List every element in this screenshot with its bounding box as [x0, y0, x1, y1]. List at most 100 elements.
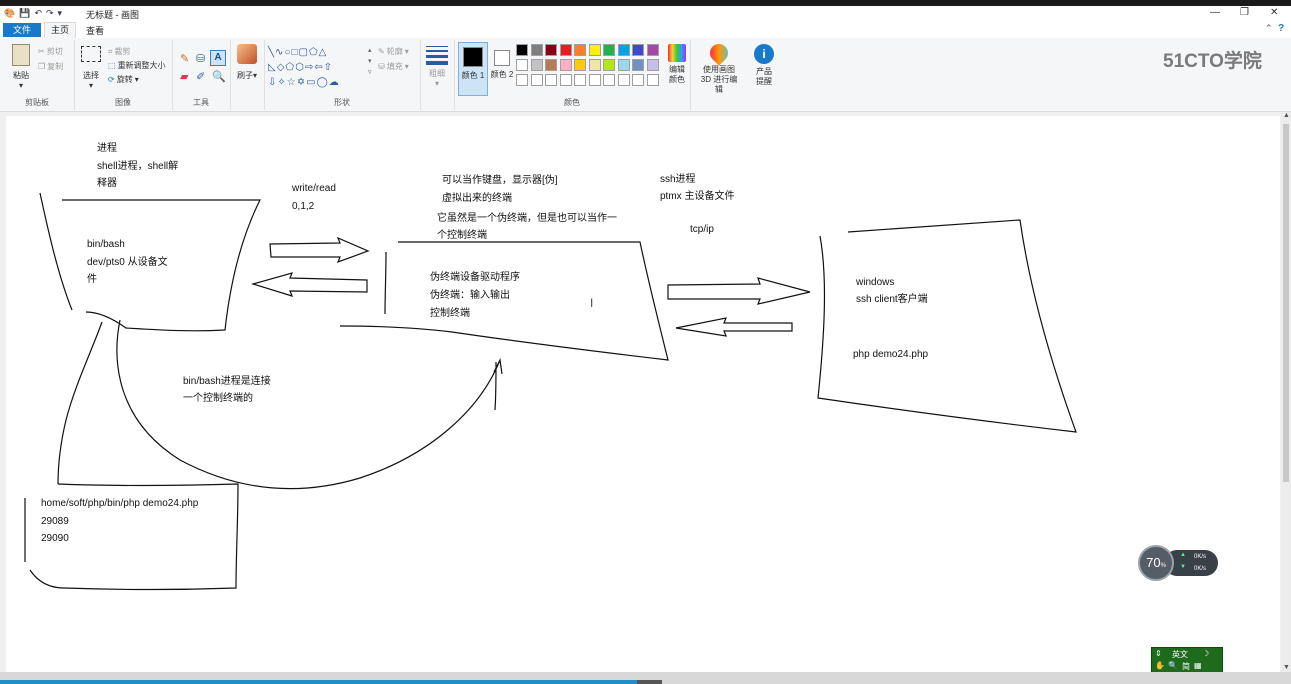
right-arrow-shape-icon[interactable]: ⇨: [304, 62, 315, 73]
tab-view[interactable]: 查看: [86, 26, 105, 36]
cloud-shape-icon[interactable]: ☁: [328, 77, 340, 88]
size-button[interactable]: 粗细▾: [424, 46, 450, 89]
down-arrow-shape-icon[interactable]: ⇩: [268, 77, 278, 88]
color-swatch[interactable]: [530, 74, 543, 86]
shapes-scroll-icon[interactable]: ▴▾▿: [368, 47, 372, 76]
close-icon[interactable]: ✕: [1270, 7, 1279, 18]
color-swatch[interactable]: [559, 74, 572, 86]
color-swatch[interactable]: [603, 74, 615, 86]
color-swatch[interactable]: [545, 74, 557, 86]
pentagon-shape-icon[interactable]: ⬠: [285, 62, 296, 73]
color-swatch[interactable]: [603, 44, 615, 56]
four-point-star-icon[interactable]: ✧: [277, 77, 287, 88]
resize-button[interactable]: ⬚重新调整大小: [108, 61, 166, 70]
magnifier-icon[interactable]: 🔍: [212, 71, 226, 83]
shapes-gallery[interactable]: ╲∿○□▢⬠△ ◺◇⬠⬡⇨⇦⇧ ⇩✧☆✡▭◯☁: [268, 45, 368, 90]
save-icon[interactable]: 💾: [19, 8, 31, 18]
rect-shape-icon[interactable]: □: [291, 47, 299, 58]
curve-shape-icon[interactable]: ∿: [275, 47, 285, 58]
rounded-rect-shape-icon[interactable]: ▢: [298, 47, 309, 58]
pencil-icon[interactable]: ✎: [180, 53, 190, 65]
callout-rect-icon[interactable]: ▭: [306, 77, 317, 88]
tab-file[interactable]: 文件: [3, 23, 41, 37]
hexagon-shape-icon[interactable]: ⬡: [295, 62, 305, 73]
color1-button[interactable]: 颜色 1: [458, 42, 488, 96]
line-shape-icon[interactable]: ╲: [268, 47, 276, 58]
color-swatch[interactable]: [545, 59, 557, 71]
color-swatch[interactable]: [516, 59, 528, 71]
brushes-button[interactable]: 刷子▾: [232, 44, 262, 81]
oval-shape-icon[interactable]: ○: [284, 47, 292, 58]
diamond-shape-icon[interactable]: ◇: [276, 62, 286, 73]
color2-button[interactable]: 颜色 2: [488, 42, 516, 94]
color-swatch[interactable]: [603, 59, 615, 71]
color-swatch[interactable]: [574, 44, 586, 56]
select-button[interactable]: 选择▾: [78, 46, 104, 91]
color-swatch[interactable]: [617, 44, 630, 56]
text-tool-icon[interactable]: A: [210, 50, 226, 66]
redo-icon[interactable]: ↷: [45, 8, 54, 18]
minimize-icon[interactable]: —: [1210, 7, 1220, 18]
crop-button[interactable]: ⌗裁剪: [108, 46, 131, 57]
ime-expand-icon[interactable]: ⇕: [1155, 649, 1162, 658]
triangle-shape-icon[interactable]: △: [318, 47, 328, 58]
color-swatch[interactable]: [646, 74, 659, 86]
color-swatch[interactable]: [516, 44, 528, 56]
ime-hand-icon[interactable]: ✋: [1155, 661, 1165, 670]
color-swatch[interactable]: [559, 44, 572, 56]
color-swatch[interactable]: [588, 59, 601, 71]
six-point-star-icon[interactable]: ✡: [296, 77, 307, 88]
help-icon[interactable]: ?: [1278, 23, 1285, 34]
callout-oval-icon[interactable]: ◯: [316, 77, 329, 88]
fill-button[interactable]: ⛁填充▾: [378, 62, 409, 71]
color-swatch[interactable]: [632, 59, 644, 71]
color-swatch[interactable]: [516, 74, 528, 86]
color-swatch[interactable]: [588, 44, 601, 56]
color-swatch[interactable]: [530, 59, 543, 71]
product-alert-button[interactable]: i 产品提醒: [750, 44, 778, 87]
outline-button[interactable]: ✎轮廓▾: [378, 47, 409, 56]
up-arrow-shape-icon[interactable]: ⇧: [323, 62, 334, 73]
edit-colors-button[interactable]: 编辑颜色: [664, 44, 690, 85]
color-picker-icon[interactable]: ✐: [196, 71, 206, 83]
color-swatch[interactable]: [574, 74, 586, 86]
restore-icon[interactable]: ❐: [1240, 7, 1249, 18]
color-swatch[interactable]: [530, 44, 543, 56]
left-arrow-shape-icon[interactable]: ⇦: [314, 62, 324, 73]
polygon-shape-icon[interactable]: ⬠: [308, 47, 319, 58]
ime-mode-label[interactable]: 英文: [1172, 650, 1188, 659]
color-swatch[interactable]: [617, 74, 630, 86]
five-point-star-icon[interactable]: ☆: [286, 77, 297, 88]
rotate-button[interactable]: ⟳旋转▾: [108, 75, 139, 84]
color-swatch[interactable]: [545, 44, 557, 56]
scroll-up-icon[interactable]: ▲: [1283, 112, 1290, 119]
tab-home[interactable]: 主页: [44, 22, 77, 38]
network-monitor-widget[interactable]: 0K/s 0K/s ▲ ▼ 70%: [1138, 545, 1218, 581]
ime-grid-icon[interactable]: ▦: [1194, 661, 1202, 670]
color-swatch[interactable]: [632, 74, 644, 86]
cut-button[interactable]: ✂剪切: [38, 47, 63, 56]
collapse-ribbon-icon[interactable]: ⌃: [1265, 23, 1273, 33]
fill-bucket-icon[interactable]: ⛁: [196, 53, 206, 65]
customize-qa-icon[interactable]: ▾: [57, 8, 63, 18]
color-swatch[interactable]: [632, 44, 644, 56]
color-swatch[interactable]: [588, 74, 601, 86]
ime-search-icon[interactable]: 🔍: [1168, 661, 1178, 670]
paint3d-button[interactable]: 使用画图 3D 进行编辑: [696, 40, 742, 95]
ime-simplified-icon[interactable]: 简: [1182, 662, 1190, 671]
ime-toolbar[interactable]: ⇕ 英文 ☽ ✋ 🔍 简 ▦: [1151, 647, 1223, 675]
color-swatch[interactable]: [646, 44, 659, 56]
undo-icon[interactable]: ↶: [34, 8, 42, 18]
eraser-icon[interactable]: ▰: [180, 71, 189, 83]
vertical-scrollbar-thumb[interactable]: [1283, 124, 1289, 482]
color-swatch[interactable]: [559, 59, 572, 71]
right-triangle-shape-icon[interactable]: ◺: [268, 62, 277, 73]
copy-button[interactable]: ❐复制: [38, 62, 64, 71]
color-swatch[interactable]: [617, 59, 630, 71]
ime-moon-icon[interactable]: ☽: [1202, 649, 1210, 658]
scroll-down-icon[interactable]: ▼: [1283, 664, 1290, 671]
paste-button[interactable]: 粘贴▾: [8, 44, 34, 91]
color-swatch[interactable]: [574, 59, 586, 71]
drawing-canvas[interactable]: [6, 116, 1280, 672]
color-swatch[interactable]: [646, 59, 659, 71]
